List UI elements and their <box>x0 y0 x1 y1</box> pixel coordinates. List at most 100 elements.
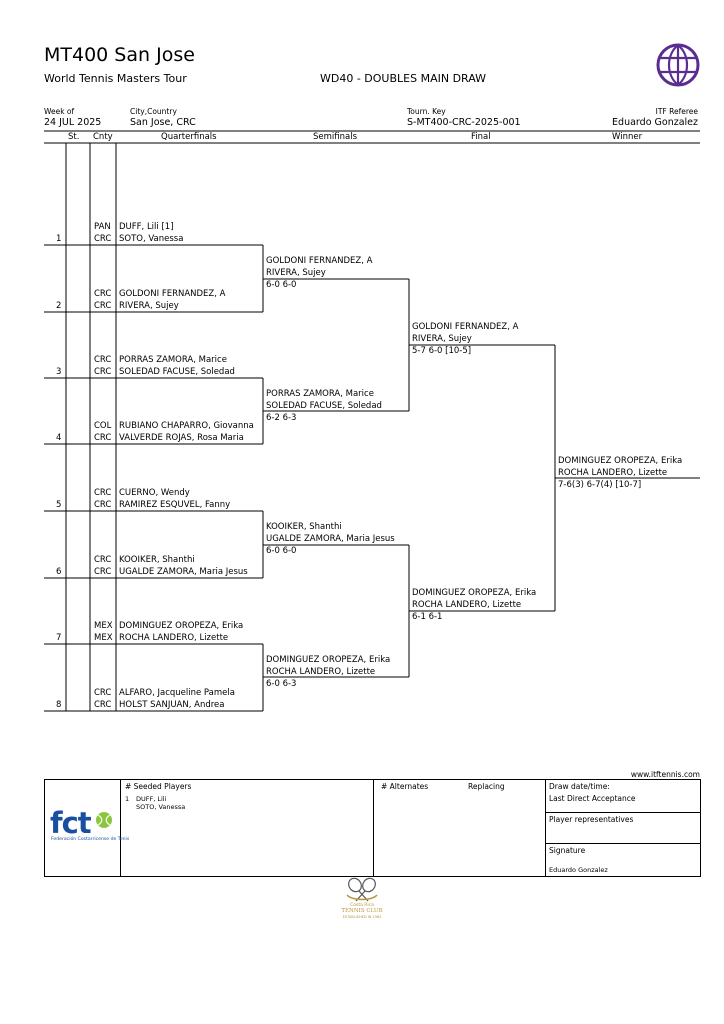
replacing-header: Replacing <box>468 782 505 791</box>
alternates-section <box>373 779 546 877</box>
entry-country: CRC <box>94 355 112 365</box>
col-cnty: Cnty <box>93 132 113 142</box>
tourn-key-value: S-MT400-CRC-2025-001 <box>407 117 521 128</box>
entry-player: DUFF, Lili [1] <box>119 222 174 232</box>
entry-number: 4 <box>56 433 62 443</box>
fct-caption: Federación Costarricense de Tenis <box>51 837 130 842</box>
entry-player: DOMINGUEZ OROPEZA, Erika <box>119 621 244 631</box>
sf-score: 6-0 6-0 <box>266 280 297 290</box>
seed-number: 1 <box>125 795 130 803</box>
city-label: City,Country <box>130 107 177 116</box>
entry-country: COL <box>94 421 112 431</box>
sf-player: ROCHA LANDERO, Lizette <box>266 667 376 677</box>
col-st: St. <box>68 132 80 142</box>
entry-player: SOLEDAD FACUSE, Soledad <box>119 367 235 377</box>
alternates-header: # Alternates <box>381 782 429 791</box>
entry-number: 2 <box>56 301 62 311</box>
sf-player: GOLDONI FERNANDEZ, A <box>266 256 373 266</box>
entry-country: CRC <box>94 433 112 443</box>
signature-name: Eduardo Gonzalez <box>549 866 608 874</box>
sf-score: 6-2 6-3 <box>266 413 297 423</box>
entry-player: PORRAS ZAMORA, Marice <box>119 355 227 365</box>
entry-country: CRC <box>94 500 112 510</box>
entry-country: MEX <box>94 633 113 643</box>
entry-player: RIVERA, Sujey <box>119 301 179 311</box>
divider <box>546 843 701 844</box>
draw-date-label: Draw date/time: <box>549 782 610 791</box>
city-value: San Jose, CRC <box>130 117 196 128</box>
entry-player: GOLDONI FERNANDEZ, A <box>119 289 226 299</box>
final-player: ROCHA LANDERO, Lizette <box>412 600 522 610</box>
referee-label: ITF Referee <box>655 107 698 116</box>
event-title: WD40 - DOUBLES MAIN DRAW <box>320 72 487 85</box>
final-score: 5-7 6-0 [10-5] <box>412 346 472 356</box>
entry-country: CRC <box>94 289 112 299</box>
final-player: GOLDONI FERNANDEZ, A <box>412 322 519 332</box>
sf-player: PORRAS ZAMORA, Marice <box>266 389 374 399</box>
col-quarterfinals: Quarterfinals <box>161 132 217 142</box>
seeded-section <box>120 779 373 877</box>
seeded-header: # Seeded Players <box>125 782 192 791</box>
seed-player: SOTO, Vanessa <box>136 803 186 811</box>
entry-country: CRC <box>94 555 112 565</box>
entry-country: MEX <box>94 621 113 631</box>
itf-website: www.itftennis.com <box>630 770 700 779</box>
player-reps-label: Player representatives <box>549 815 634 824</box>
entry-country: PAN <box>94 222 111 232</box>
entry-player: SOTO, Vanessa <box>119 234 184 244</box>
sf-player: DOMINGUEZ OROPEZA, Erika <box>266 655 391 665</box>
club-logo-line3: ESTABLISHED IN 1962 <box>342 915 382 919</box>
entry-player: ROCHA LANDERO, Lizette <box>119 633 229 643</box>
entry-player: KOOIKER, Shanthi <box>119 555 195 565</box>
footer-box <box>44 779 701 877</box>
final-player: RIVERA, Sujey <box>412 334 472 344</box>
winner-player: ROCHA LANDERO, Lizette <box>558 468 668 478</box>
entry-player: UGALDE ZAMORA, Maria Jesus <box>119 567 248 577</box>
entry-country: CRC <box>94 488 112 498</box>
entry-player: CUERNO, Wendy <box>119 488 190 498</box>
winner-player: DOMINGUEZ OROPEZA, Erika <box>558 456 683 466</box>
club-logo-line1: Costa Rica <box>350 903 374 908</box>
entry-country: CRC <box>94 688 112 698</box>
week-of-value: 24 JUL 2025 <box>44 117 102 128</box>
winner-score: 7-6(3) 6-7(4) [10-7] <box>558 480 642 490</box>
entry-number: 8 <box>56 700 62 710</box>
entry-number: 6 <box>56 567 62 577</box>
tournament-name: MT400 San Jose <box>44 44 195 66</box>
sf-score: 6-0 6-3 <box>266 679 297 689</box>
sf-player: KOOIKER, Shanthi <box>266 522 342 532</box>
sf-player: RIVERA, Sujey <box>266 268 326 278</box>
sf-score: 6-0 6-0 <box>266 546 297 556</box>
entry-country: CRC <box>94 700 112 710</box>
final-player: DOMINGUEZ OROPEZA, Erika <box>412 588 537 598</box>
entry-number: 7 <box>56 633 62 643</box>
entry-number: 1 <box>56 234 62 244</box>
divider <box>546 812 701 813</box>
sf-player: SOLEDAD FACUSE, Soledad <box>266 401 382 411</box>
entry-player: ALFARO, Jacqueline Pamela <box>119 688 235 698</box>
col-winner: Winner <box>612 132 643 142</box>
entry-country: CRC <box>94 234 112 244</box>
crossed-rackets-icon <box>346 877 378 902</box>
entry-number: 5 <box>56 500 62 510</box>
entry-player: VALVERDE ROJAS, Rosa Maria <box>119 433 244 443</box>
fct-logo-text: fct <box>50 806 92 840</box>
referee-value: Eduardo Gonzalez <box>612 117 698 128</box>
itf-globe-icon <box>656 43 700 87</box>
sf-player: UGALDE ZAMORA, Maria Jesus <box>266 534 395 544</box>
last-direct-label: Last Direct Acceptance <box>549 794 636 803</box>
entry-country: CRC <box>94 301 112 311</box>
tennis-ball-icon <box>96 812 112 828</box>
entry-player: RUBIANO CHAPARRO, Giovanna <box>119 421 254 431</box>
entry-player: HOLST SANJUAN, Andrea <box>119 700 225 710</box>
col-final: Final <box>471 132 491 142</box>
tourn-key-label: Tourn. Key <box>407 107 446 116</box>
entry-country: CRC <box>94 567 112 577</box>
entry-country: CRC <box>94 367 112 377</box>
signature-label: Signature <box>549 846 586 855</box>
tour-name: World Tennis Masters Tour <box>44 72 187 85</box>
entry-number: 3 <box>56 367 62 377</box>
col-semifinals: Semifinals <box>313 132 358 142</box>
week-of-label: Week of <box>44 107 75 116</box>
